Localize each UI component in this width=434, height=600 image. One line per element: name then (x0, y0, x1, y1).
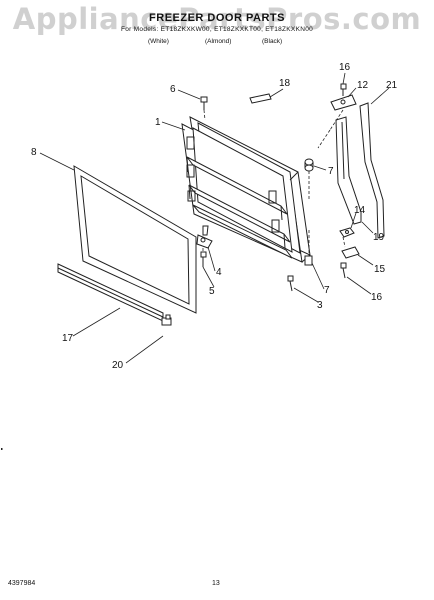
callout-16-top: 16 (339, 62, 351, 73)
trim-end-cap (161, 314, 172, 326)
variant-white: (White) (148, 38, 169, 45)
callout-14: 14 (354, 205, 366, 216)
door-gasket (73, 165, 197, 314)
variant-almond: (Almond) (205, 38, 232, 45)
assembly-lines (202, 109, 346, 256)
top-hinge (330, 94, 357, 111)
callout-21: 21 (386, 80, 398, 91)
callout-5: 5 (209, 286, 215, 297)
handle-trim (359, 102, 385, 239)
callout-6: 6 (170, 84, 176, 95)
page-title: FREEZER DOOR PARTS (149, 12, 285, 24)
handle-mount (341, 246, 360, 259)
margin-mark (1, 448, 3, 450)
callout-19: 19 (373, 232, 385, 243)
screw-6 (200, 96, 208, 110)
doc-number: 4397984 (8, 580, 36, 587)
door-handle (335, 116, 362, 225)
screw-16-bottom (340, 262, 347, 279)
callout-4: 4 (216, 267, 222, 278)
bottom-hinge (196, 225, 213, 249)
screw-3 (287, 275, 294, 292)
callout-7-upper: 7 (328, 166, 334, 177)
callout-1: 1 (155, 117, 161, 128)
callout-7-lower: 7 (324, 285, 330, 296)
door-assembly (181, 116, 311, 263)
watermark: AppliancePartsPros.com (12, 2, 422, 36)
callout-17: 17 (62, 333, 74, 344)
callout-3: 3 (317, 300, 323, 311)
variant-black: (Black) (262, 38, 283, 45)
callout-15: 15 (374, 264, 386, 275)
hinge-cap-upper (304, 158, 314, 172)
model-list: For Models: ET18ZKXKW00, ET18ZKXKT00, ET… (120, 26, 314, 33)
screw-5 (200, 251, 207, 267)
callout-18: 18 (279, 78, 291, 89)
callout-12: 12 (357, 80, 369, 91)
callout-labels: 16 12 21 18 6 1 8 7 14 19 4 15 5 7 3 16 … (31, 62, 398, 371)
callout-20: 20 (112, 360, 124, 371)
hinge-cap-lower (304, 255, 313, 266)
handle-plug (249, 93, 272, 104)
hinge-pin (339, 227, 355, 238)
leader-lines (39, 72, 390, 364)
callout-16-bottom: 16 (371, 292, 383, 303)
callout-8: 8 (31, 147, 37, 158)
screw-16-top (340, 83, 347, 96)
page-number: 13 (212, 580, 220, 587)
